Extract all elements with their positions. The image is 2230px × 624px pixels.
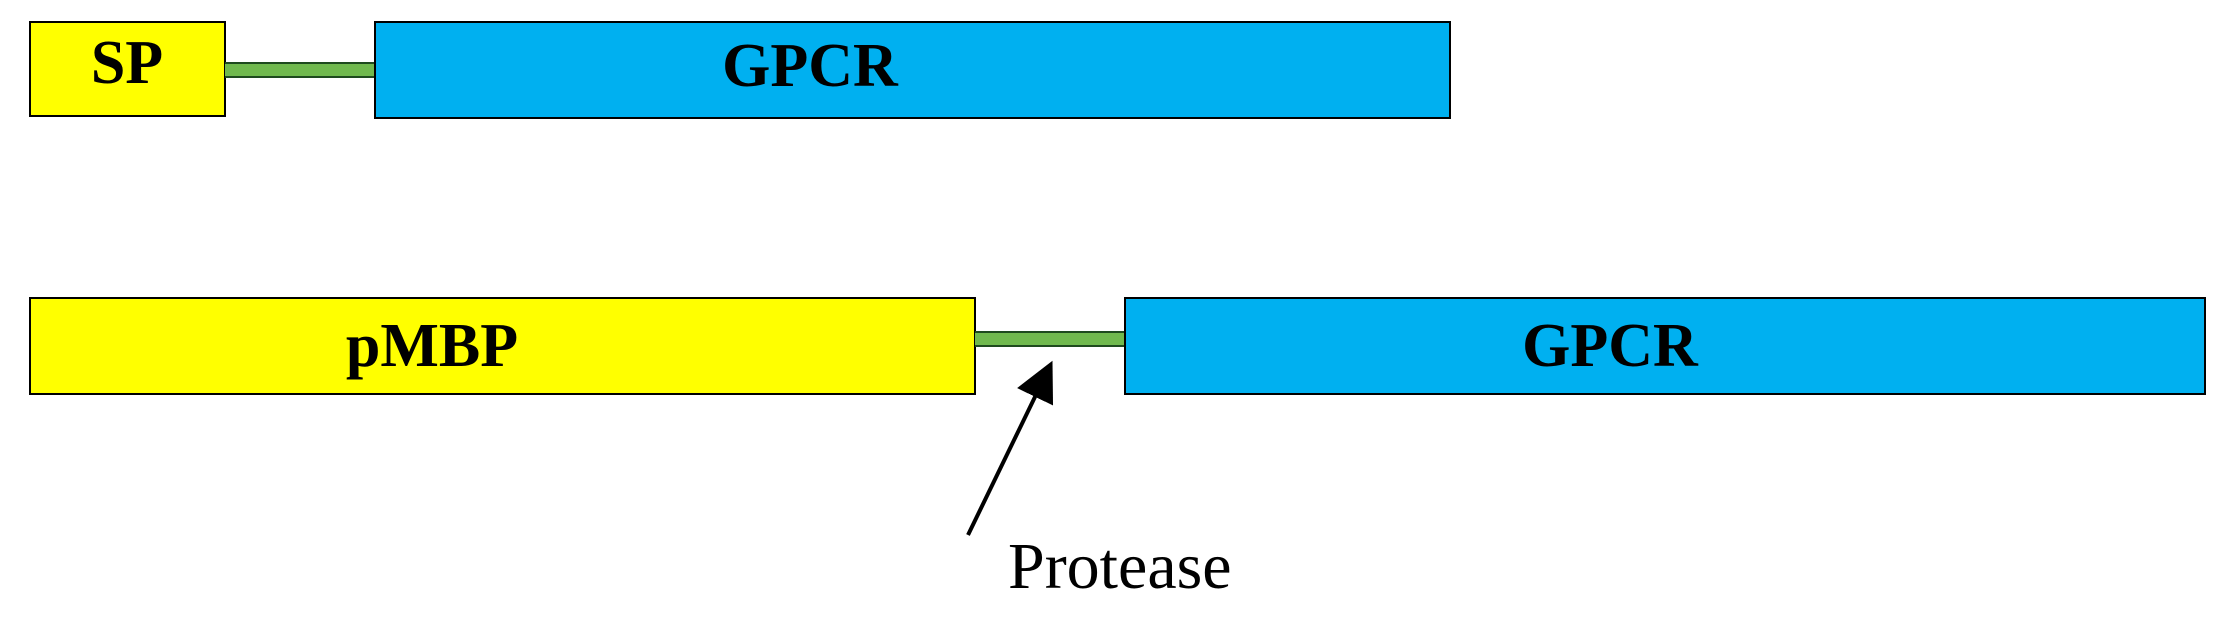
construct-2: pMBP GPCR <box>29 297 2206 395</box>
gpcr-box-2 <box>1124 297 2206 395</box>
protease-annotation: Protease <box>966 360 1232 603</box>
protease-label: Protease <box>1008 530 1232 603</box>
gpcr-box-1 <box>374 21 1451 119</box>
sp-label: SP <box>91 29 163 97</box>
sp-box <box>29 21 226 117</box>
linker-1 <box>225 62 375 78</box>
linker-2 <box>975 331 1125 347</box>
construct-1: SP GPCR <box>29 21 1451 119</box>
pmbp-box <box>29 297 976 395</box>
gpcr-label-1: GPCR <box>722 32 899 100</box>
pmbp-label: pMBP <box>346 312 518 380</box>
gpcr-label-2: GPCR <box>1522 312 1699 380</box>
protease-arrow <box>966 360 1054 536</box>
